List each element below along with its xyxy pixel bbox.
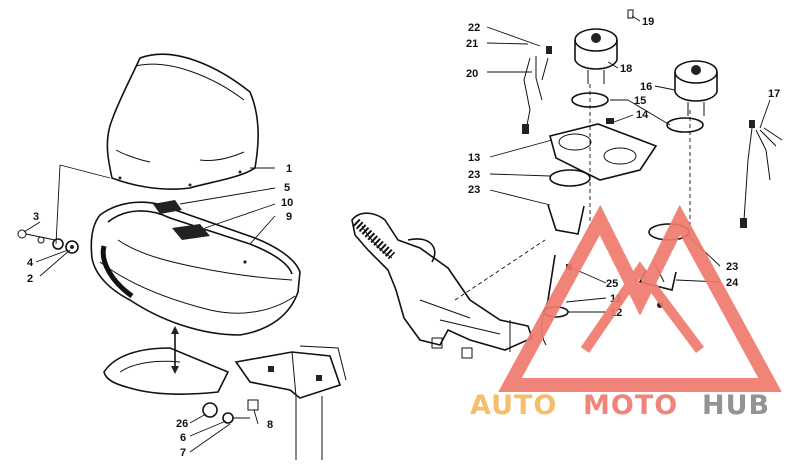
decals <box>153 200 210 240</box>
label-23-bottom: 23 <box>726 261 738 273</box>
label-4: 4 <box>27 257 34 269</box>
label-9: 9 <box>286 211 292 223</box>
label-8: 8 <box>267 419 273 431</box>
label-24: 23 <box>468 184 480 196</box>
label-14: 14 <box>636 109 649 121</box>
label-13: 13 <box>468 152 480 164</box>
label-17: 17 <box>768 88 780 100</box>
label-21: 21 <box>466 38 478 50</box>
label-20: 20 <box>466 68 478 80</box>
watermark-hub: HUB <box>702 390 770 421</box>
label-2: 2 <box>27 273 33 285</box>
hardware-left <box>17 229 259 424</box>
label-23-top: 23 <box>468 169 480 181</box>
wiring-harness-right <box>740 120 783 228</box>
label-26: 25 <box>606 278 618 290</box>
label-3: 3 <box>33 211 39 223</box>
tachometer-gauge <box>574 28 618 84</box>
label-25: 24 <box>726 277 739 289</box>
lower-bracket-right <box>234 345 347 460</box>
handlebar-assembly <box>351 212 533 359</box>
hood-cowl <box>90 201 301 336</box>
label-18: 18 <box>620 63 632 75</box>
label-5: 5 <box>284 182 290 194</box>
label-1: 1 <box>286 163 292 175</box>
windshield <box>106 53 259 190</box>
label-16: 16 <box>640 81 652 93</box>
watermark-logo: AUTO MOTO HUB <box>470 204 782 421</box>
watermark-auto: AUTO <box>470 390 557 421</box>
label-27: 26 <box>176 418 188 430</box>
speedometer-gauge <box>674 60 718 116</box>
label-15: 15 <box>634 95 646 107</box>
wiring-harness-left <box>522 46 552 134</box>
gauge-plate <box>549 123 658 181</box>
watermark-moto: MOTO <box>583 390 678 421</box>
label-6: 6 <box>180 432 186 444</box>
lower-bracket-left <box>103 347 230 395</box>
label-22: 22 <box>468 22 480 34</box>
label-10: 10 <box>281 197 293 209</box>
leader-lines <box>23 15 771 453</box>
watermark-triangle-icon <box>498 204 782 392</box>
label-7: 7 <box>180 447 186 459</box>
label-19: 19 <box>642 16 654 28</box>
